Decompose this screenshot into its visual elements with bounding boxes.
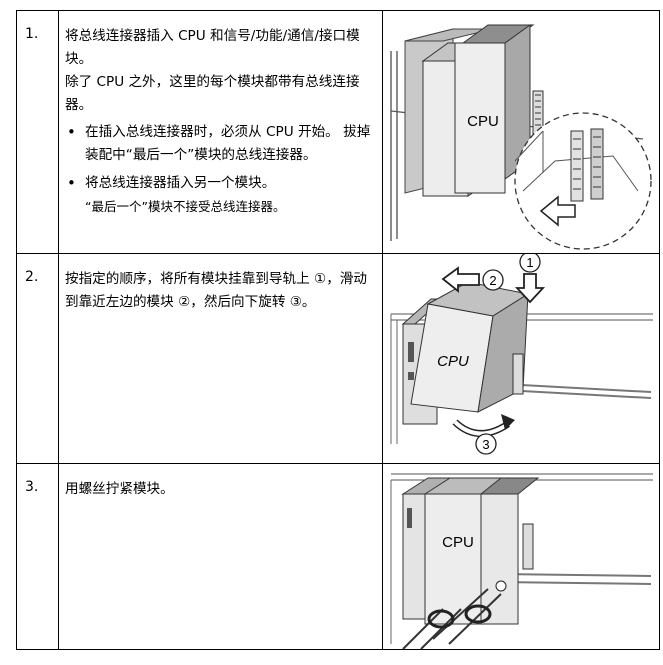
step-description: 用螺丝拧紧模块。 — [58, 463, 383, 650]
bullet-text: 将总线连接器插入另一个模块。 — [85, 175, 276, 191]
callout-1: 1 — [526, 255, 533, 270]
callout-2: 2 — [489, 273, 496, 288]
bullet-item: 在插入总线连接器时，必须从 CPU 开始。 拔掉装配中“最后一个”模块的总线连接… — [67, 121, 376, 167]
step-row-2: 2. 按指定的顺序，将所有模块挂靠到导轨上 ①，滑动到靠近左边的模块 ②，然后向… — [16, 253, 660, 464]
callout-3: 3 — [482, 437, 489, 452]
installation-steps-table: 1. 将总线连接器插入 CPU 和信号/功能/通信/接口模块。 除了 CPU 之… — [16, 10, 660, 650]
step-number: 1. — [16, 10, 59, 254]
bus-connector-illustration: CPU — [390, 24, 652, 250]
step-paragraph: 将总线连接器插入 CPU 和信号/功能/通信/接口模块。 — [65, 28, 360, 67]
mount-module-illustration: CPU 2 1 3 — [390, 254, 653, 455]
step-row-1: 1. 将总线连接器插入 CPU 和信号/功能/通信/接口模块。 除了 CPU 之… — [16, 10, 660, 254]
step-figure: CPU — [382, 10, 660, 254]
bullet-item: 将总线连接器插入另一个模块。 “最后一个”模块不接受总线连接器。 — [67, 172, 376, 218]
step-description: 将总线连接器插入 CPU 和信号/功能/通信/接口模块。 除了 CPU 之外，这… — [58, 10, 383, 254]
step-paragraph: 按指定的顺序，将所有模块挂靠到导轨上 ①，滑动到靠近左边的模块 ②，然后向下旋转… — [65, 271, 367, 310]
step-paragraph: 用螺丝拧紧模块。 — [65, 481, 174, 497]
bullet-text: 在插入总线连接器时，必须从 CPU 开始。 拔掉装配中“最后一个”模块的总线连接… — [85, 124, 371, 163]
step-row-3: 3. 用螺丝拧紧模块。 CPU — [16, 463, 660, 650]
step-paragraph: 除了 CPU 之外，这里的每个模块都带有总线连接器。 — [65, 74, 360, 113]
step-figure: CPU — [382, 463, 660, 650]
screw-modules-illustration: CPU — [390, 473, 653, 649]
step-number: 3. — [16, 463, 59, 650]
step-number: 2. — [16, 253, 59, 464]
cpu-label: CPU — [437, 353, 469, 370]
cpu-label: CPU — [467, 113, 499, 130]
cpu-label: CPU — [442, 534, 474, 551]
step-description: 按指定的顺序，将所有模块挂靠到导轨上 ①，滑动到靠近左边的模块 ②，然后向下旋转… — [58, 253, 383, 464]
step-figure: CPU 2 1 3 — [382, 253, 660, 464]
bullet-subtext: “最后一个”模块不接受总线连接器。 — [85, 199, 286, 214]
bullet-list: 在插入总线连接器时，必须从 CPU 开始。 拔掉装配中“最后一个”模块的总线连接… — [65, 121, 376, 218]
